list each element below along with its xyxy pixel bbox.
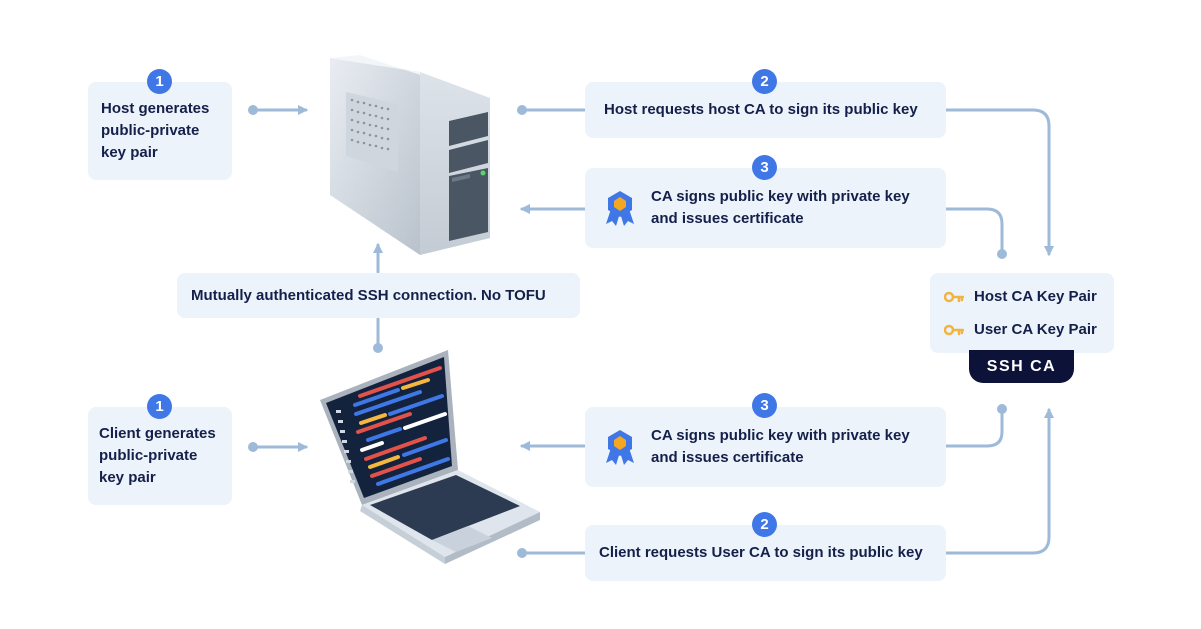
client-request-text: Client requests User CA to sign its publ… [599,544,923,561]
host-cert-text: CA signs public key with private key and… [651,188,910,227]
client-request-box: Client requests User CA to sign its publ… [585,525,946,581]
client-keygen-text: Client generates public-private key pair [99,425,216,486]
step-3-badge: 3 [752,393,777,418]
arrow-client-request-to-ca [944,408,1054,555]
step-1-badge: 1 [147,69,172,94]
host-request-box: Host requests host CA to sign its public… [585,82,946,138]
host-request-text: Host requests host CA to sign its public… [604,101,918,118]
ssh-ca-box: Host CA Key Pair User CA Key Pair [930,273,1114,353]
step-2-badge: 2 [752,69,777,94]
user-key-pair-row: User CA Key Pair [944,313,1097,346]
host-key-pair-label: Host CA Key Pair [974,287,1097,305]
step-1-badge: 1 [147,394,172,419]
arrow-ca-to-client-cert [944,407,1004,448]
step-3-badge: 3 [752,155,777,180]
ssh-ca-title: SSH CA [969,350,1074,383]
key-icon [944,291,964,302]
certificate-ribbon-icon [606,430,634,465]
client-keygen-box: Client generates public-private key pair [88,407,232,505]
client-cert-text: CA signs public key with private key and… [651,427,910,466]
user-key-pair-label: User CA Key Pair [974,320,1097,338]
host-keygen-box: Host generates public-private key pair [88,82,232,180]
host-cert-box: CA signs public key with private key and… [585,168,946,248]
client-cert-box: CA signs public key with private key and… [585,407,946,487]
host-keygen-text: Host generates public-private key pair [101,100,210,161]
host-key-pair-row: Host CA Key Pair [944,280,1097,313]
key-icon [944,324,964,335]
connection-text: Mutually authenticated SSH connection. N… [191,286,546,304]
arrow-ca-to-host-cert [944,207,1004,256]
certificate-ribbon-icon [606,191,634,226]
connection-box: Mutually authenticated SSH connection. N… [177,273,580,318]
step-2-badge: 2 [752,512,777,537]
arrow-host-request-to-ca [944,108,1054,256]
